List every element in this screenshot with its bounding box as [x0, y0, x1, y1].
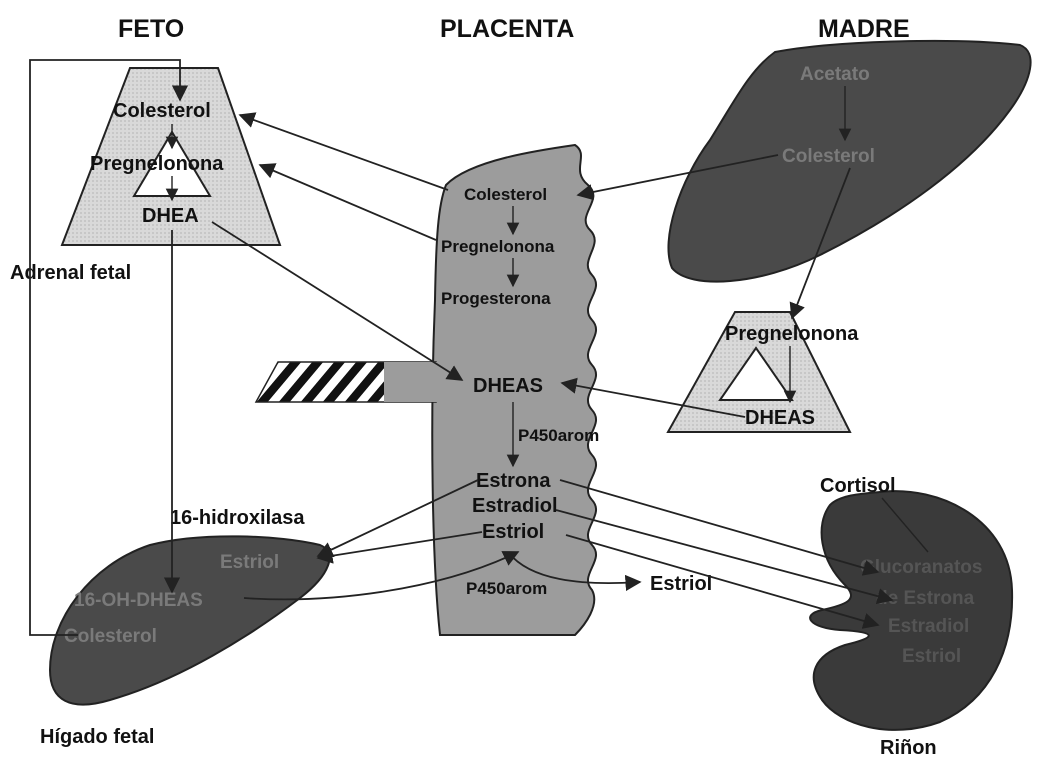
fetal-adrenal-colesterol: Colesterol — [113, 100, 211, 122]
fetal-adrenal-label: Adrenal fetal — [10, 262, 131, 284]
mother-adrenal-dheas: DHEAS — [745, 407, 815, 429]
estriol-out: Estriol — [650, 573, 712, 595]
fetal-liver-hidroxilasa: 16-hidroxilasa — [170, 507, 305, 529]
placenta-pregnelonona: Pregnelonona — [441, 237, 555, 256]
kidney-line1: Glucoranatos — [860, 557, 982, 578]
placenta-p450arom: P450arom — [518, 426, 599, 445]
kidney-cortisol: Cortisol — [820, 475, 896, 497]
placenta-p450arom-bottom: P450arom — [466, 579, 547, 598]
kidney-shape — [810, 491, 1012, 730]
fetal-liver-estriol: Estriol — [220, 552, 279, 573]
fetal-liver-shape — [50, 536, 330, 704]
header-feto: FETO — [118, 15, 184, 43]
placenta-stub-gray — [384, 362, 438, 402]
mother-liver-acetato: Acetato — [800, 64, 870, 85]
header-madre: MADRE — [818, 15, 910, 43]
fetal-adrenal-pregnelonona: Pregnelonona — [90, 153, 224, 175]
fetal-adrenal-dhea: DHEA — [142, 205, 199, 227]
arrow-plcol-to-facol — [240, 115, 448, 190]
mother-adrenal-pregnelonona: Pregnelonona — [725, 323, 859, 345]
kidney-line2: de Estrona — [876, 588, 975, 609]
kidney-label: Riñon — [880, 737, 937, 759]
fetal-liver-label: Hígado fetal — [40, 726, 154, 748]
placenta-estradiol: Estradiol — [472, 495, 558, 517]
fetal-liver-colesterol: Colesterol — [64, 626, 157, 647]
fetal-liver-oh-dheas: 16-OH-DHEAS — [74, 590, 203, 611]
placenta-progesterona: Progesterona — [441, 289, 551, 308]
placenta-estriol: Estriol — [482, 521, 544, 543]
placenta-dheas: DHEAS — [473, 375, 543, 397]
mother-liver-colesterol: Colesterol — [782, 146, 875, 167]
kidney-line3: Estradiol — [888, 616, 969, 637]
kidney-line4: Estriol — [902, 646, 961, 667]
placenta-colesterol: Colesterol — [464, 185, 547, 204]
placenta-estrona: Estrona — [476, 470, 551, 492]
header-placenta: PLACENTA — [440, 15, 574, 43]
arrow-fadhea-to-pldheas — [212, 222, 462, 380]
